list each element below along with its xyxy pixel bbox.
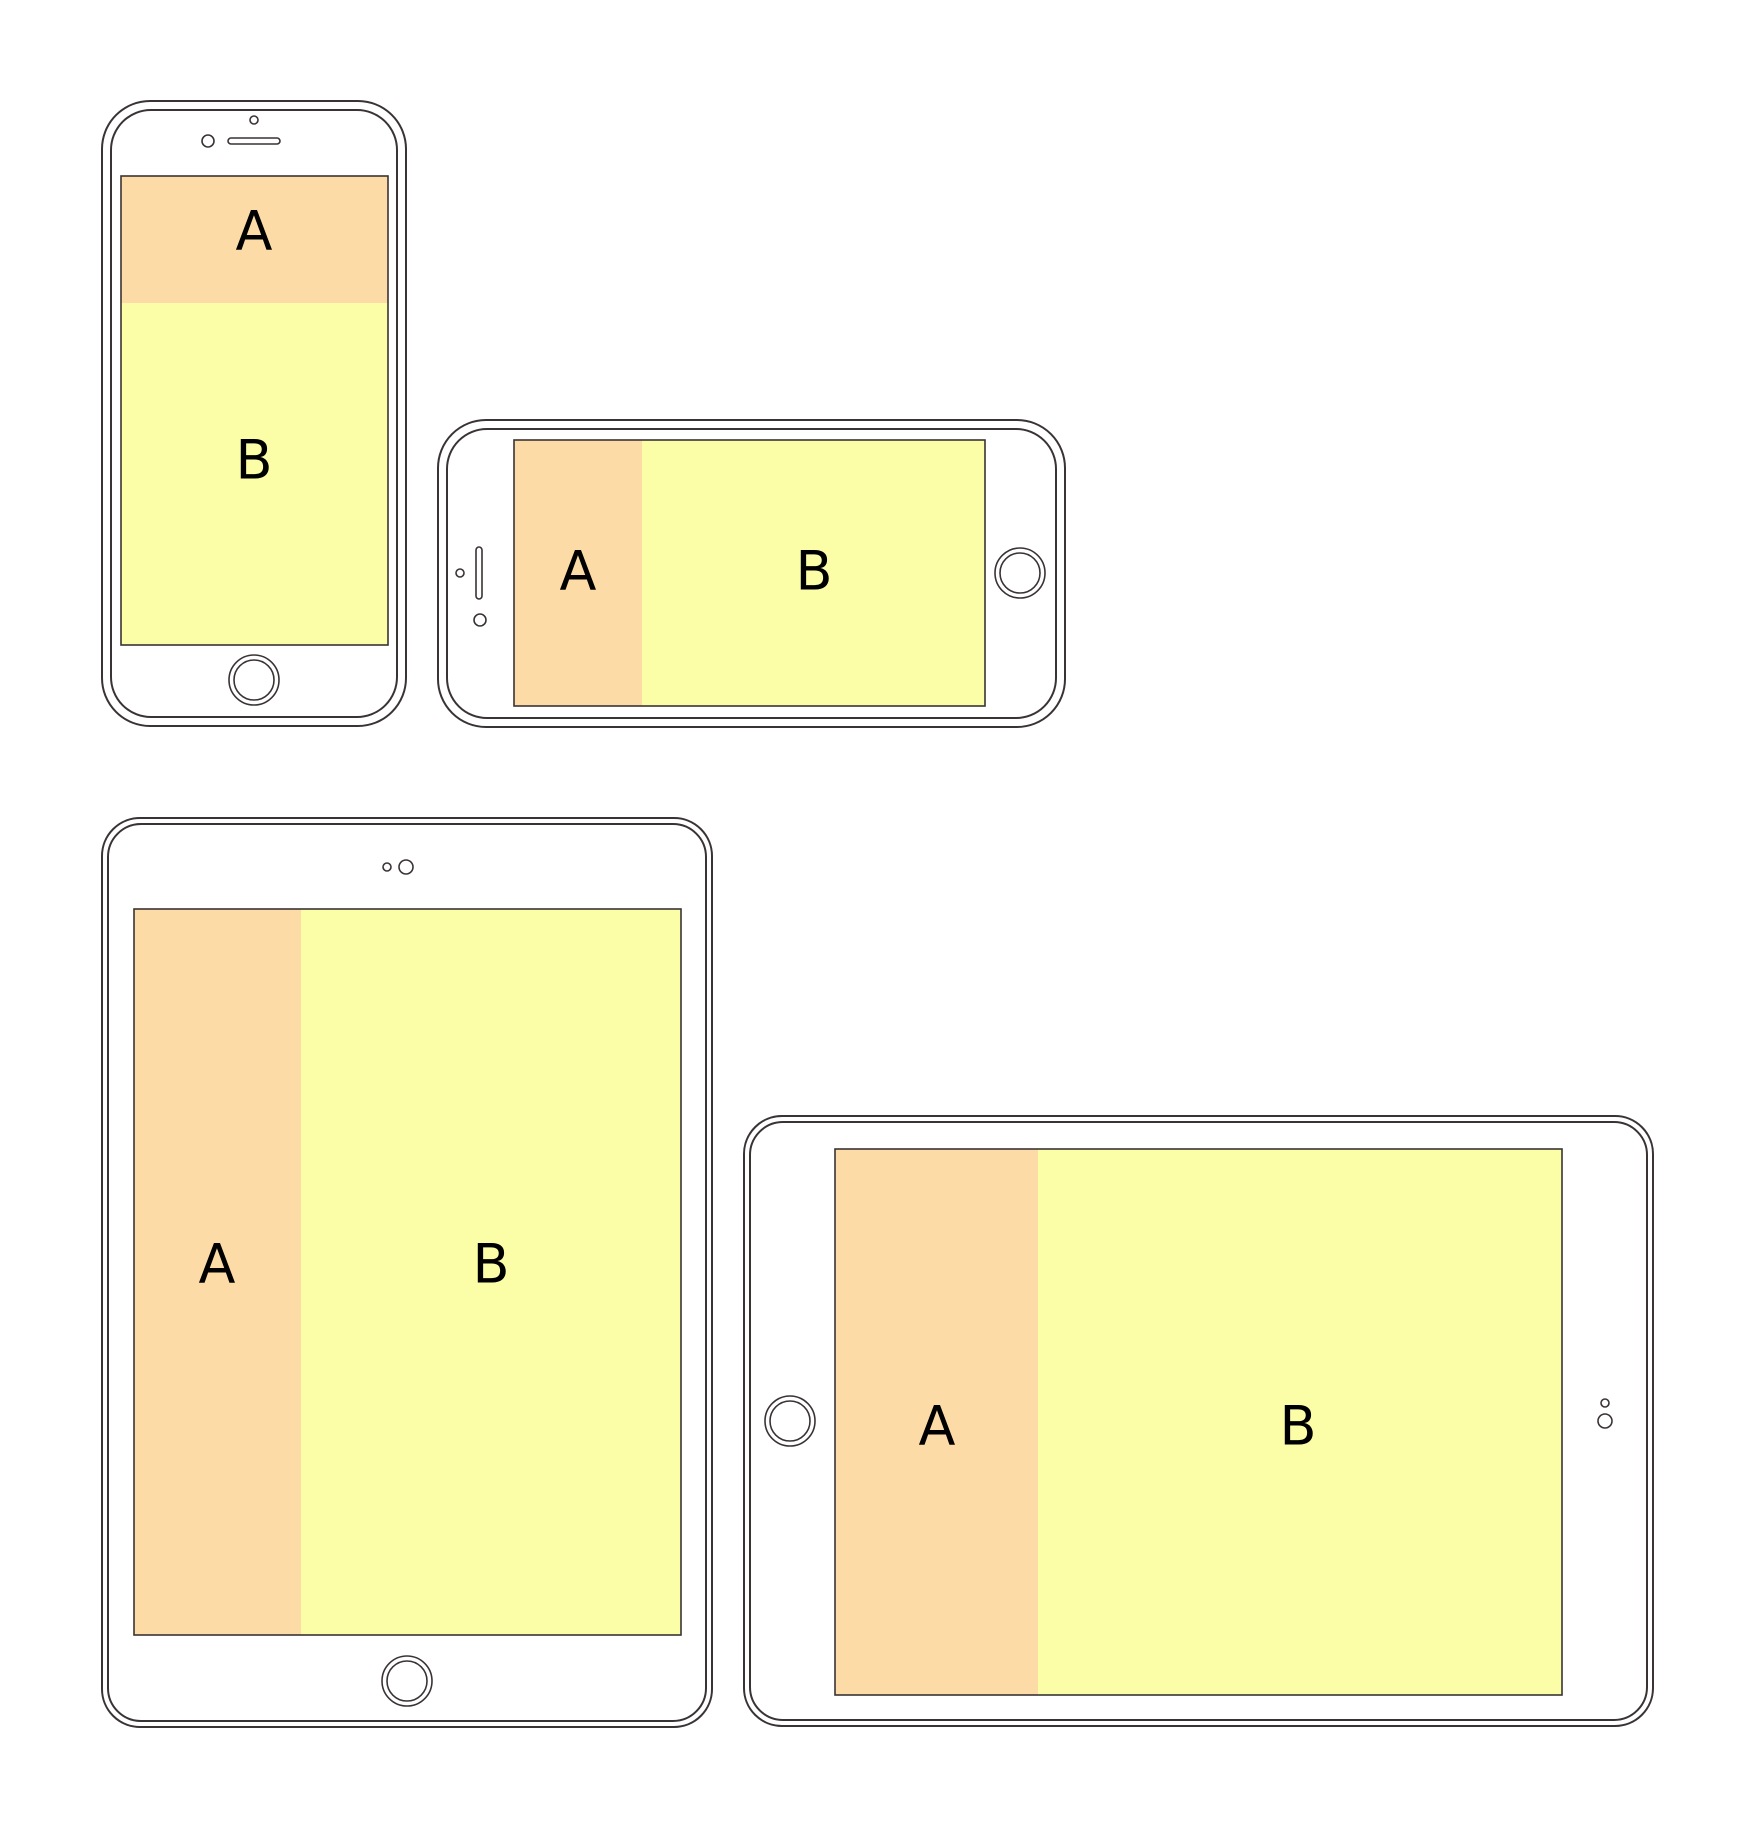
sensor-icon bbox=[382, 862, 392, 872]
front-camera-icon bbox=[1597, 1413, 1613, 1429]
phone-portrait-region-a bbox=[121, 176, 388, 303]
tablet-landscape-body-inner bbox=[749, 1121, 1648, 1721]
tablet-landscape-label-b: B bbox=[1279, 1395, 1316, 1458]
earpiece-icon bbox=[227, 137, 281, 145]
phone-portrait-label-b: B bbox=[235, 429, 272, 492]
phone-landscape-region-b bbox=[642, 440, 985, 706]
home-button-icon-ring bbox=[769, 1400, 811, 1442]
tablet-portrait-region-a bbox=[134, 909, 301, 1635]
home-button-icon-ring bbox=[233, 659, 275, 701]
home-button-icon bbox=[228, 654, 280, 706]
phone-portrait-region-b bbox=[121, 303, 388, 645]
phone-portrait-screen bbox=[120, 175, 389, 646]
home-button-icon bbox=[994, 547, 1046, 599]
phone-landscape-label-b: B bbox=[795, 540, 832, 603]
tablet-landscape: A B bbox=[743, 1115, 1654, 1727]
phone-landscape: A B bbox=[437, 419, 1066, 728]
phone-landscape-region-a bbox=[514, 440, 642, 706]
sensor-icon bbox=[455, 568, 465, 578]
earpiece-icon bbox=[475, 546, 483, 600]
phone-portrait: A B bbox=[101, 100, 407, 727]
front-camera-icon bbox=[398, 859, 414, 875]
home-button-icon-ring bbox=[386, 1660, 428, 1702]
phone-portrait-label-a: A bbox=[236, 200, 273, 263]
phone-landscape-screen bbox=[513, 439, 986, 707]
tablet-landscape-screen bbox=[834, 1148, 1563, 1696]
home-button-icon-ring bbox=[999, 552, 1041, 594]
phone-landscape-label-a: A bbox=[560, 540, 597, 603]
tablet-portrait-label-a: A bbox=[199, 1233, 236, 1296]
sensor-icon bbox=[1600, 1398, 1610, 1408]
tablet-portrait-body-inner bbox=[107, 823, 707, 1722]
front-camera-icon bbox=[473, 613, 487, 627]
tablet-portrait-screen bbox=[133, 908, 682, 1636]
tablet-landscape-region-b bbox=[1038, 1149, 1562, 1695]
tablet-portrait-label-b: B bbox=[472, 1233, 509, 1296]
phone-portrait-body-inner bbox=[110, 109, 398, 718]
front-camera-icon bbox=[249, 115, 259, 125]
tablet-landscape-region-a bbox=[835, 1149, 1038, 1695]
home-button-icon bbox=[381, 1655, 433, 1707]
sensor-icon bbox=[201, 134, 215, 148]
phone-landscape-body-inner bbox=[446, 428, 1057, 719]
tablet-landscape-label-a: A bbox=[919, 1395, 956, 1458]
tablet-portrait-region-b bbox=[301, 909, 681, 1635]
tablet-portrait: A B bbox=[101, 817, 713, 1728]
home-button-icon bbox=[764, 1395, 816, 1447]
